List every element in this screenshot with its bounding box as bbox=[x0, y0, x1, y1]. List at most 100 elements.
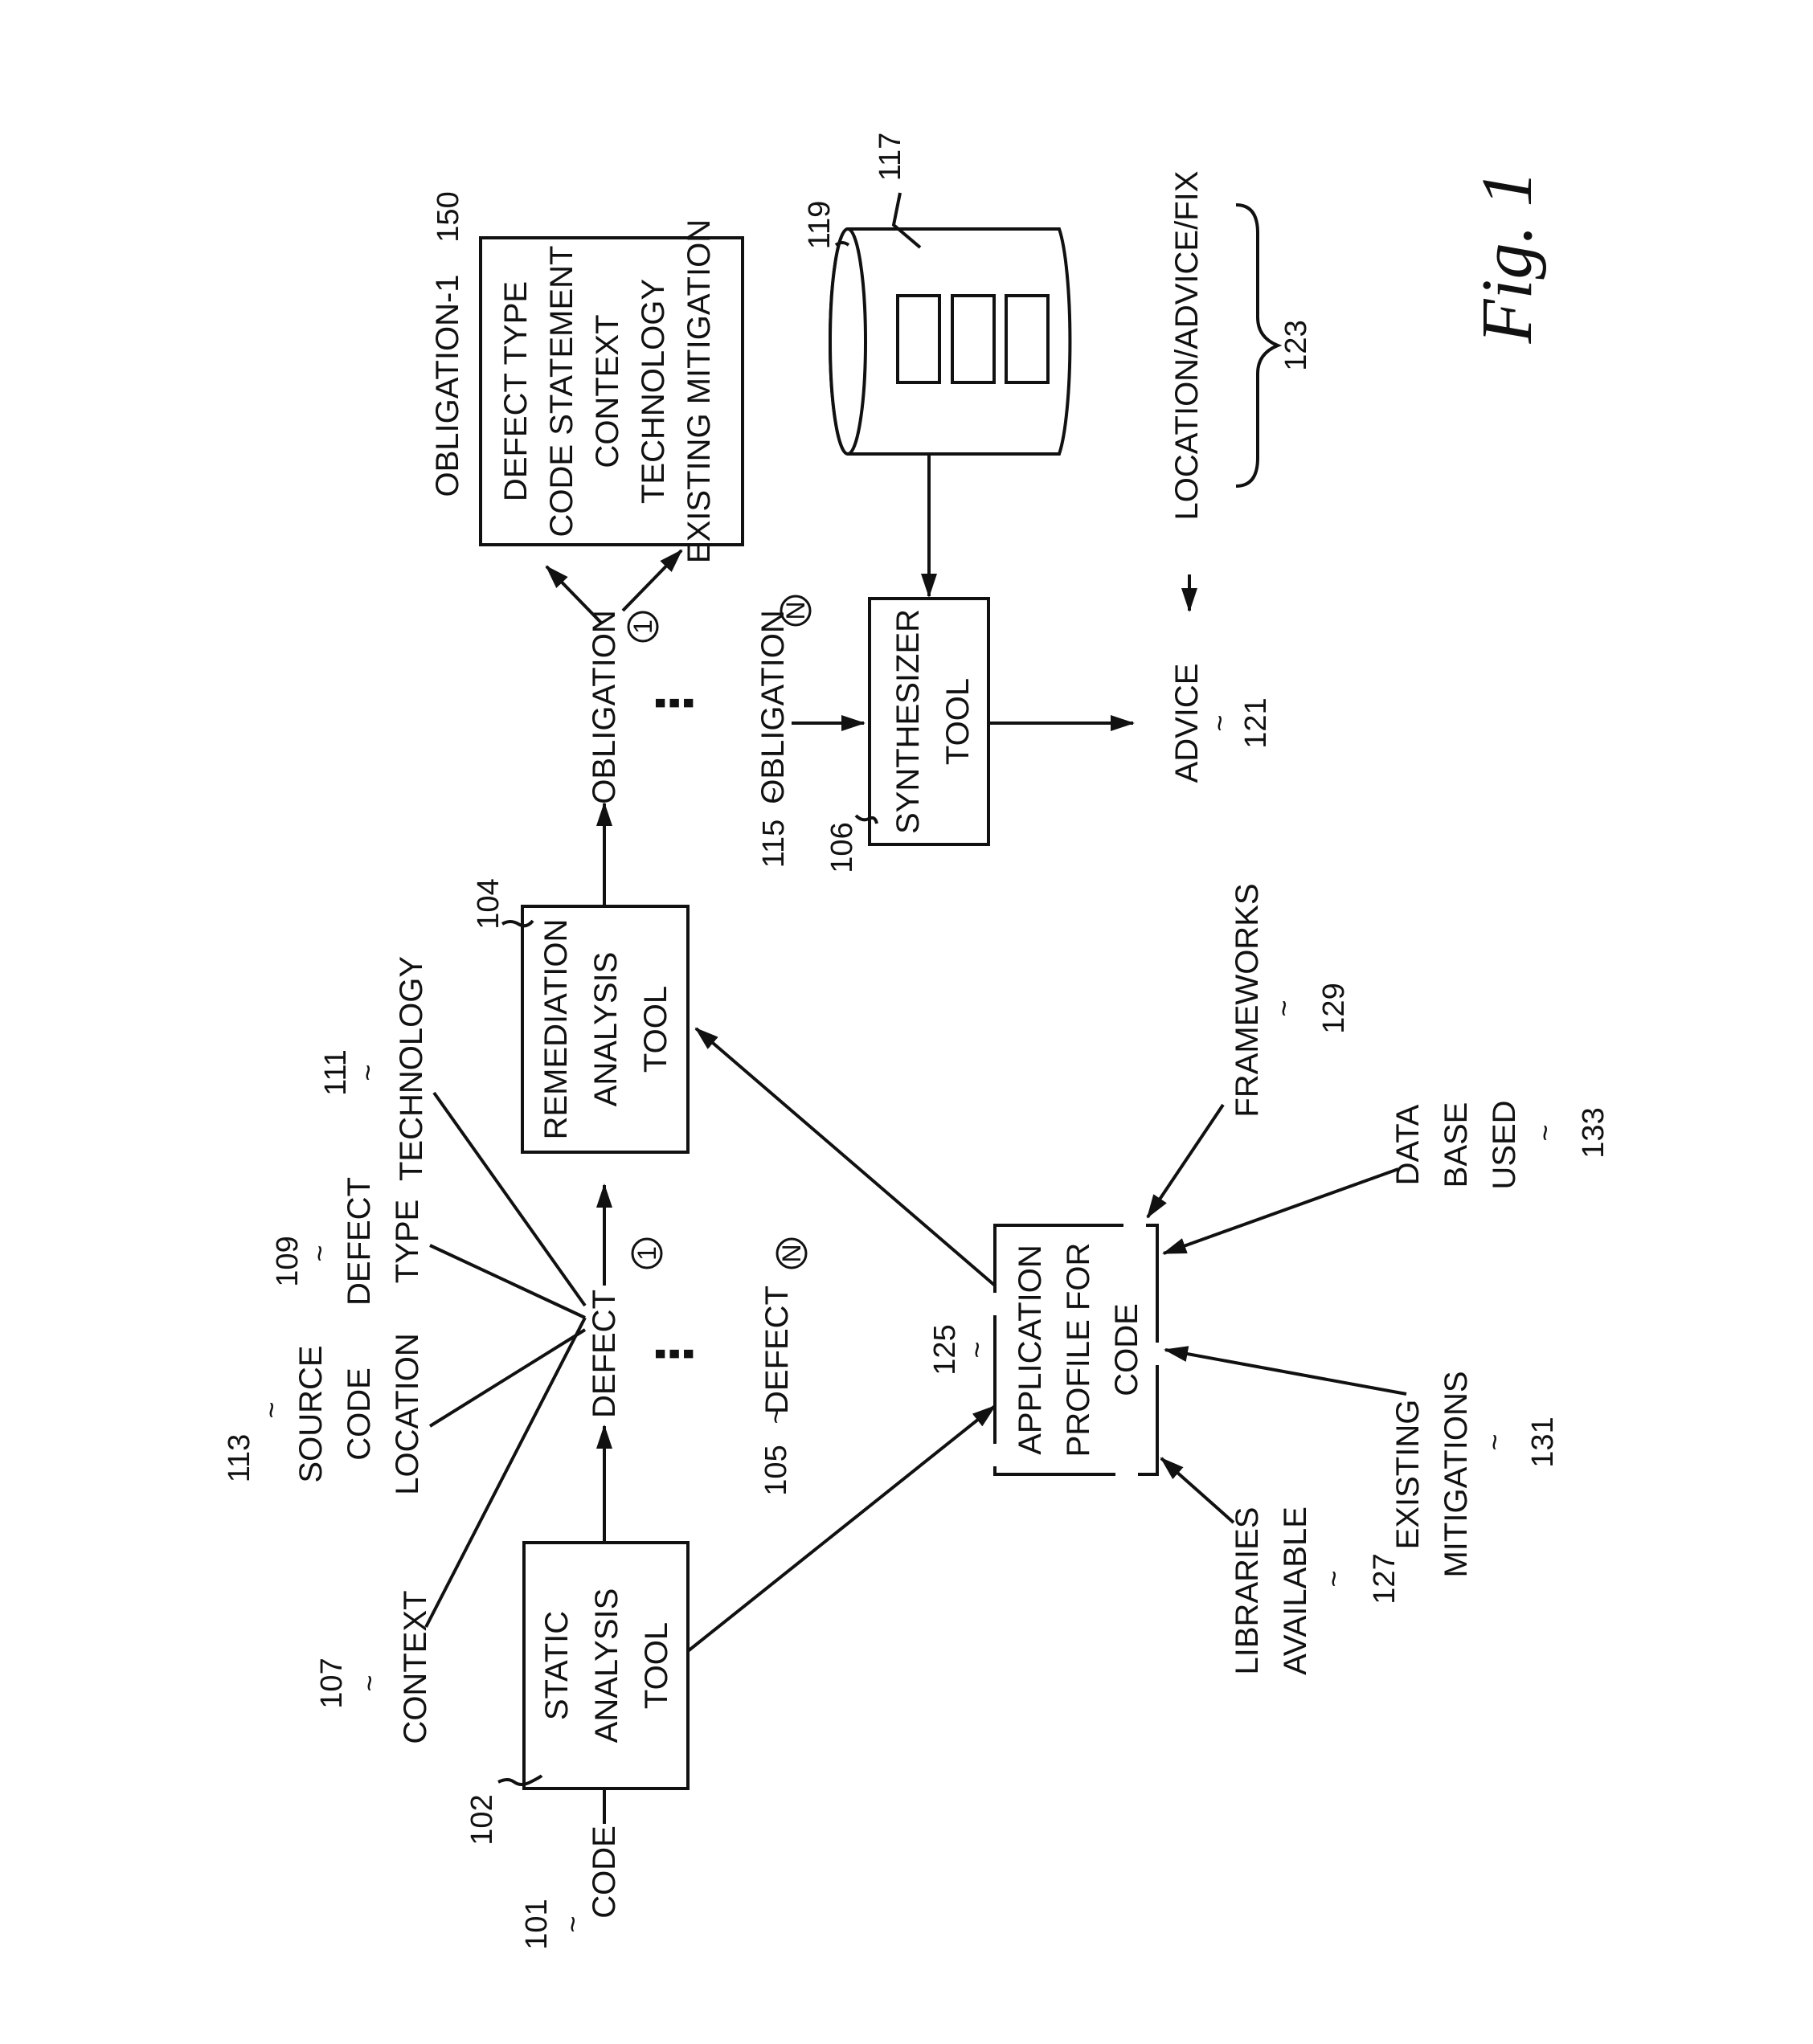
mitigations-tilde: ~ bbox=[1478, 1433, 1511, 1450]
location-advice-fix-brace bbox=[1236, 205, 1278, 486]
obligation-detail: OBLIGATION-1 150 DEFECT TYPE CODE STATEM… bbox=[430, 191, 743, 563]
defect-n-tilde: ~ bbox=[759, 1407, 792, 1424]
code-label: CODE bbox=[587, 1825, 622, 1919]
libraries-to-profile-arrow bbox=[1161, 1458, 1234, 1523]
defect-type-line bbox=[430, 1245, 585, 1318]
remediation-tool-line-2: ANALYSIS bbox=[588, 952, 624, 1107]
obligation-marker-1-text: 1 bbox=[628, 619, 657, 634]
cylinder-ref: 119 bbox=[803, 201, 837, 250]
mitigations-node: EXISTING MITIGATIONS ~ 131 bbox=[1165, 1350, 1560, 1578]
record-3 bbox=[1006, 296, 1048, 382]
defect-type-ref: 109 bbox=[271, 1236, 305, 1286]
record-2 bbox=[952, 296, 994, 382]
static-tool-ref: 102 bbox=[465, 1794, 499, 1845]
defect-type-node: DEFECT TYPE ~ 109 bbox=[271, 1177, 425, 1306]
obligation-n-label: OBLIGATION bbox=[755, 610, 791, 804]
defect-marker-1-text: 1 bbox=[632, 1246, 661, 1261]
location-advice-fix-node: LOCATION/ADVICE/FIX 123 bbox=[1169, 171, 1313, 521]
obligation-n-tilde: ~ bbox=[757, 787, 790, 803]
mitigations-ref: 131 bbox=[1526, 1416, 1560, 1467]
static-tool-line-2: ANALYSIS bbox=[589, 1588, 624, 1744]
static-tool-line-3: TOOL bbox=[639, 1622, 674, 1709]
static-analysis-tool: STATIC ANALYSIS TOOL 102 bbox=[465, 1406, 995, 1846]
defect-dots: ⋮ bbox=[648, 1330, 702, 1378]
records-ref: 117 bbox=[874, 133, 907, 182]
code-ref-tilde: ~ bbox=[556, 1915, 589, 1932]
defect-type-line-2: TYPE bbox=[390, 1200, 425, 1283]
frameworks-ref: 129 bbox=[1317, 983, 1351, 1033]
code-ref: 101 bbox=[520, 1899, 554, 1949]
mitigations-line-1: EXISTING bbox=[1390, 1400, 1426, 1550]
obligation-dots: ⋮ bbox=[648, 679, 702, 727]
profile-line-2: PROFILE FOR bbox=[1061, 1243, 1096, 1457]
obligation-to-box-arrow-b bbox=[623, 550, 681, 611]
synthesizer-line-2: TOOL bbox=[940, 678, 976, 765]
libraries-node: LIBRARIES AVAILABLE ~ 127 bbox=[1161, 1458, 1402, 1675]
remediation-analysis-tool: REMEDIATION ANALYSIS TOOL 104 bbox=[472, 803, 688, 1152]
libraries-line-2: AVAILABLE bbox=[1278, 1506, 1313, 1675]
database-used-to-profile-arrow bbox=[1164, 1169, 1398, 1253]
source-location-line-1: SOURCE bbox=[293, 1345, 329, 1482]
location-advice-fix-label: LOCATION/ADVICE/FIX bbox=[1169, 171, 1205, 521]
defect-n-label: DEFECT bbox=[759, 1286, 795, 1414]
technology-label: TECHNOLOGY bbox=[394, 956, 429, 1181]
synthesizer-ref: 106 bbox=[825, 822, 859, 873]
obligation-box-title: OBLIGATION-1 bbox=[430, 274, 465, 497]
source-location-line-2: CODE bbox=[342, 1367, 377, 1461]
defect-type-line-1: DEFECT bbox=[342, 1177, 377, 1306]
profile-line-3: CODE bbox=[1109, 1303, 1144, 1396]
remediation-tool-line-3: TOOL bbox=[638, 986, 673, 1073]
figure-label: Fig. 1 bbox=[1467, 171, 1547, 345]
advice-tilde: ~ bbox=[1203, 714, 1236, 731]
defect-label: DEFECT bbox=[587, 1290, 622, 1418]
database-used-node: DATA BASE USED ~ 133 bbox=[1164, 1100, 1610, 1253]
record-1 bbox=[898, 296, 939, 382]
frameworks-tilde: ~ bbox=[1267, 1000, 1300, 1016]
database-used-line-3: USED bbox=[1487, 1100, 1522, 1189]
obligation-to-box-arrow-a bbox=[546, 566, 601, 623]
profile-ref: 125 bbox=[928, 1324, 962, 1375]
source-code-location-node: SOURCE CODE LOCATION ~ 113 bbox=[223, 1333, 425, 1495]
static-to-profile-arrow bbox=[688, 1406, 995, 1651]
location-advice-fix-ref: 123 bbox=[1279, 320, 1313, 370]
mitigations-to-profile-arrow bbox=[1165, 1350, 1406, 1394]
database-cylinder: 119 117 bbox=[803, 133, 1070, 596]
remediation-tool-line-1: REMEDIATION bbox=[538, 919, 574, 1140]
profile-line-1: APPLICATION bbox=[1013, 1245, 1048, 1455]
obligation-n-ref: 115 bbox=[757, 820, 791, 869]
context-ref: 107 bbox=[315, 1658, 349, 1708]
frameworks-to-profile-arrow bbox=[1148, 1105, 1223, 1217]
defect-n-node: DEFECT ~ 105 bbox=[759, 1286, 795, 1496]
context-node: CONTEXT ~ 107 bbox=[315, 1590, 433, 1744]
defect-marker-n-text: N bbox=[777, 1244, 806, 1262]
obligation-box-line-5: EXISTING MITIGATION bbox=[681, 219, 717, 563]
obligation-label: OBLIGATION bbox=[587, 610, 622, 804]
context-label: CONTEXT bbox=[398, 1590, 433, 1744]
mitigations-line-2: MITIGATIONS bbox=[1439, 1371, 1474, 1577]
synthesizer-tool: SYNTHESIZER TOOL 106 bbox=[825, 599, 1133, 873]
defect-type-tilde: ~ bbox=[303, 1245, 336, 1261]
advice-label: ADVICE bbox=[1169, 664, 1205, 783]
defect-n-ref: 105 bbox=[759, 1445, 793, 1495]
database-used-line-2: BASE bbox=[1439, 1102, 1474, 1188]
database-used-line-1: DATA bbox=[1390, 1104, 1426, 1185]
source-location-line bbox=[430, 1330, 585, 1426]
profile-to-remediation-arrow bbox=[696, 1028, 995, 1286]
source-location-line-3: LOCATION bbox=[390, 1333, 425, 1495]
frameworks-node: FRAMEWORKS ~ 129 bbox=[1148, 883, 1351, 1217]
technology-node: TECHNOLOGY ~ 111 bbox=[319, 956, 429, 1181]
technology-ref: 111 bbox=[319, 1049, 353, 1096]
advice-node: ADVICE ~ 121 bbox=[1169, 574, 1273, 783]
obligation-box-ref: 150 bbox=[432, 191, 465, 242]
database-used-ref: 133 bbox=[1577, 1107, 1610, 1158]
advice-ref: 121 bbox=[1239, 697, 1273, 748]
database-used-tilde: ~ bbox=[1529, 1124, 1561, 1141]
static-tool-line-1: STATIC bbox=[539, 1611, 575, 1720]
remediation-tool-ref: 104 bbox=[472, 878, 505, 929]
libraries-tilde: ~ bbox=[1317, 1570, 1350, 1587]
obligation-box-line-4: TECHNOLOGY bbox=[636, 279, 671, 504]
obligation-box-line-3: CONTEXT bbox=[590, 314, 625, 468]
cylinder-top bbox=[830, 229, 866, 454]
profile-tilde: ~ bbox=[960, 1341, 993, 1358]
